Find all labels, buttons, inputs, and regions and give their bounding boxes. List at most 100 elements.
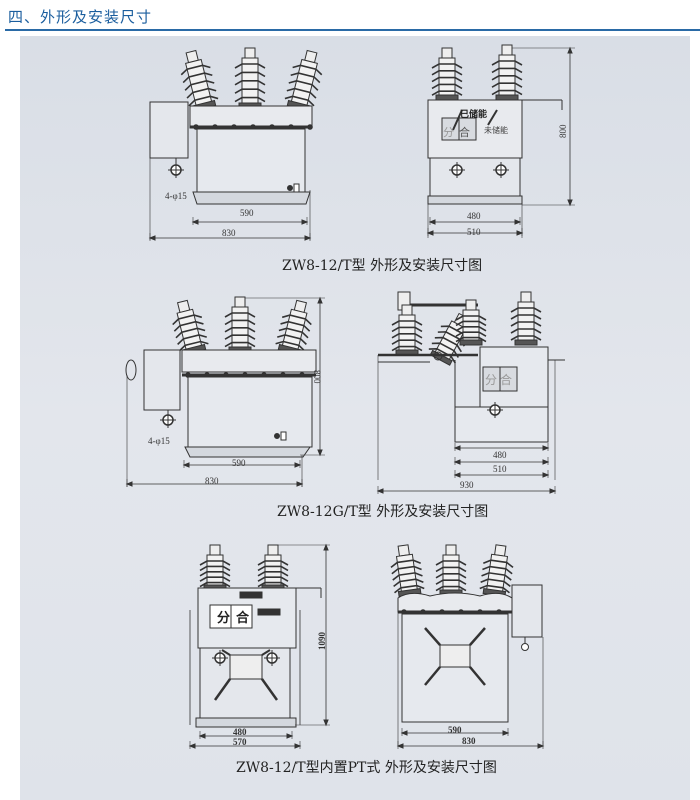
uncharged-label: 未储能	[484, 125, 508, 135]
dim-830: 830	[222, 228, 236, 238]
bolt	[193, 124, 199, 130]
drawing-line	[424, 627, 441, 646]
dimension-arrow	[182, 462, 302, 468]
control-box	[143, 349, 181, 411]
insulator	[172, 299, 209, 356]
insulator	[224, 296, 256, 353]
tank	[187, 376, 313, 448]
hole-note: 4-φ15	[148, 436, 170, 446]
dim-830: 830	[205, 476, 219, 486]
knob-icon	[274, 433, 280, 439]
dimension-arrow	[453, 445, 550, 451]
drawings-panel	[20, 36, 690, 800]
insulator	[435, 544, 467, 596]
base-frame	[192, 191, 311, 205]
pt-window	[229, 654, 263, 680]
dimension-arrow	[376, 488, 557, 494]
dim-480: 480	[493, 450, 507, 460]
dim-590: 590	[232, 458, 246, 468]
bolt	[307, 124, 313, 130]
insulator	[455, 299, 487, 346]
dim-590: 590	[448, 725, 462, 735]
handle-ring	[125, 359, 137, 381]
switch	[293, 183, 300, 193]
dimension-arrow	[323, 543, 329, 727]
insulator	[431, 47, 463, 101]
dim-830: 830	[462, 736, 476, 746]
control-box	[511, 584, 543, 638]
figure-caption: ZW8-12/T型内置PT式 外形及安装尺寸图	[236, 760, 497, 776]
figure-3: 分 合 1090 480 570 590 830 ZW8-12/T型内置PT式 …	[217, 610, 497, 776]
insulator	[257, 544, 289, 591]
insulator	[390, 544, 425, 598]
dimension-arrow	[453, 459, 550, 465]
insulator	[284, 49, 323, 112]
insulator	[491, 44, 523, 101]
dimension-arrow	[317, 296, 323, 457]
insulator	[180, 49, 219, 112]
drawing-line	[469, 666, 486, 686]
drawing-line	[452, 109, 463, 131]
drawing-line	[221, 649, 231, 656]
hole-note: 4-φ15	[165, 191, 187, 201]
close-label: 合	[500, 372, 512, 387]
top-cover	[397, 592, 513, 613]
dim-800: 800	[312, 370, 322, 384]
dimension-arrow	[148, 235, 312, 241]
insulator	[234, 47, 266, 109]
drawing-line	[469, 627, 486, 646]
tank	[429, 157, 521, 197]
dim-570: 570	[233, 737, 247, 747]
tank	[401, 613, 509, 723]
dimension-arrow	[191, 219, 309, 225]
drawing-line	[487, 109, 498, 126]
dimension-arrow	[400, 730, 510, 736]
dim-930: 930	[460, 480, 474, 490]
drawing-line	[424, 666, 441, 686]
figure-2: 4-φ15 590 830 800 分 合 480 510 930 ZW8-12…	[148, 370, 512, 520]
top-cover	[181, 349, 317, 373]
figure-caption: ZW8-12G/T型 外形及安装尺寸图	[277, 504, 488, 520]
dimension-arrow	[567, 46, 573, 207]
open-label: 分	[217, 610, 230, 626]
base	[427, 195, 523, 205]
dim-480: 480	[233, 727, 247, 737]
dimension-arrow	[428, 219, 522, 225]
mounting-hole-icon	[521, 643, 529, 651]
dim-590: 590	[240, 208, 254, 218]
base-frame	[184, 446, 311, 458]
open-label: 分	[485, 373, 497, 387]
insulator	[275, 299, 312, 356]
control-box	[149, 101, 189, 159]
dim-480: 480	[467, 211, 481, 221]
pt-window	[439, 644, 471, 668]
charged-plate	[239, 591, 263, 599]
drawing-line	[213, 678, 232, 701]
dimension-arrow	[396, 743, 545, 749]
open-label: 分	[443, 126, 454, 139]
knob-icon	[287, 185, 293, 191]
insulator	[510, 291, 542, 346]
top-cover	[189, 105, 313, 129]
switch	[280, 431, 287, 441]
close-label: 合	[459, 125, 470, 139]
insulator	[391, 304, 423, 356]
pivot	[433, 351, 443, 361]
figure-1: 4-φ15 590 830 已储能 未储能 分 合 480 510 800 ZW…	[165, 108, 568, 274]
insulator	[199, 544, 231, 591]
dimension-arrow	[125, 481, 304, 487]
dim-1090: 1090	[317, 632, 327, 651]
tank	[196, 128, 306, 193]
section-title: 四、外形及安装尺寸	[8, 8, 153, 26]
uncharged-plate	[257, 608, 281, 616]
close-label: 合	[236, 610, 250, 626]
dimension-arrow	[426, 230, 524, 236]
charged-label: 已储能	[460, 108, 487, 120]
dim-510: 510	[467, 227, 481, 237]
insulator	[479, 544, 514, 598]
dimension-arrow	[198, 733, 294, 739]
dim-510: 510	[493, 464, 507, 474]
title-divider	[5, 29, 700, 31]
drawing-line	[261, 649, 271, 656]
